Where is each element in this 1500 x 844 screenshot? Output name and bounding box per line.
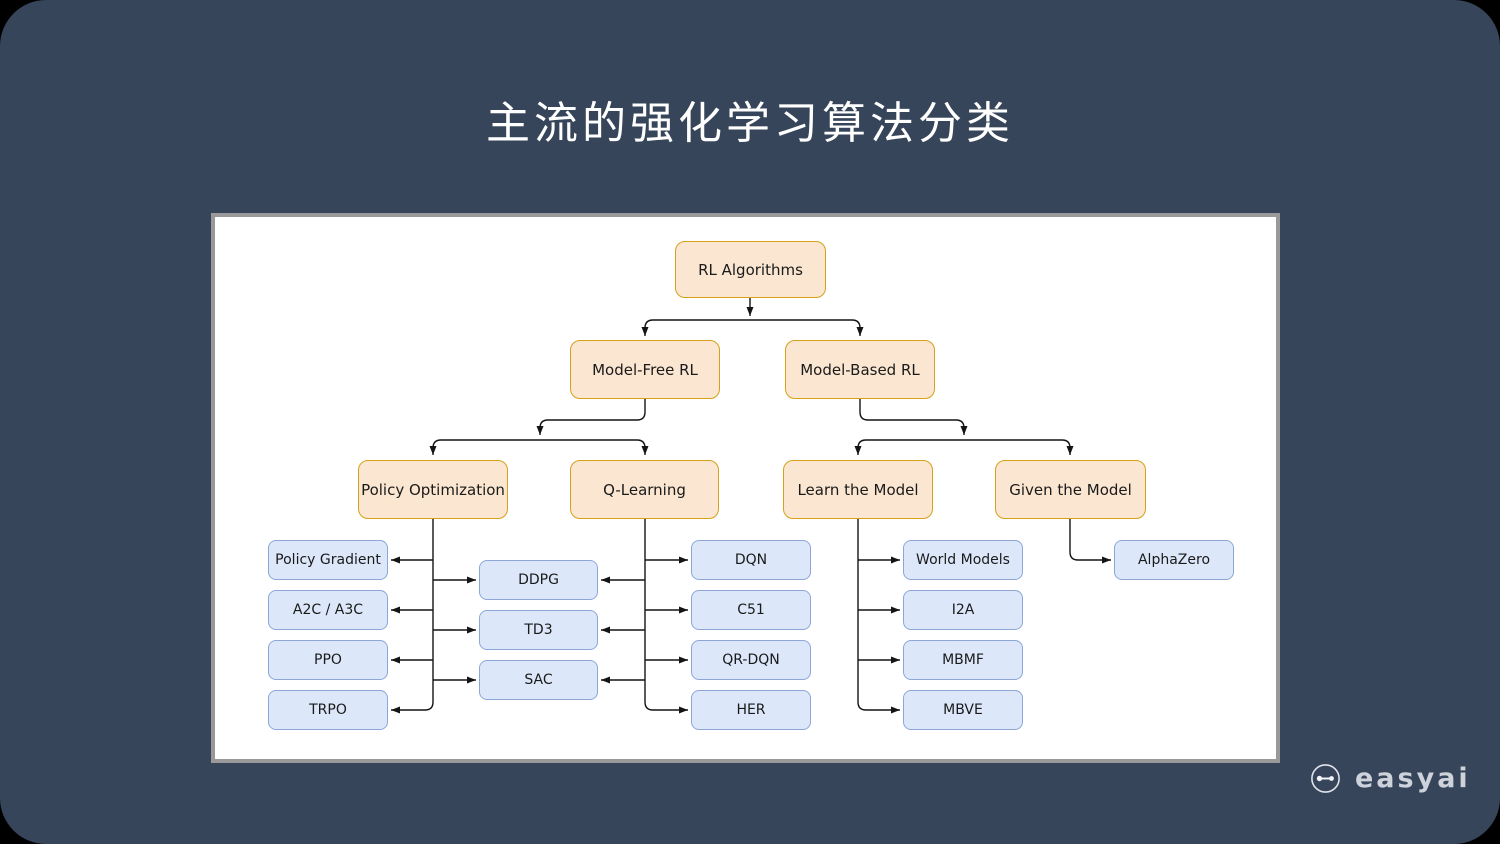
node-policy-gradient: Policy Gradient — [268, 540, 388, 580]
node-learn-the-model: Learn the Model — [783, 460, 933, 519]
node-qr-dqn: QR-DQN — [691, 640, 811, 680]
node-ddpg: DDPG — [479, 560, 598, 600]
node-i2a: I2A — [903, 590, 1023, 630]
node-a2c-a3c: A2C / A3C — [268, 590, 388, 630]
node-her: HER — [691, 690, 811, 730]
node-sac: SAC — [479, 660, 598, 700]
easyai-logo: easyai — [1310, 763, 1471, 794]
node-ppo: PPO — [268, 640, 388, 680]
node-c51: C51 — [691, 590, 811, 630]
node-trpo: TRPO — [268, 690, 388, 730]
node-model-based-rl: Model-Based RL — [785, 340, 935, 399]
node-alphazero: AlphaZero — [1114, 540, 1234, 580]
node-dqn: DQN — [691, 540, 811, 580]
page-title: 主流的强化学习算法分类 — [486, 98, 1014, 149]
node-td3: TD3 — [479, 610, 598, 650]
node-rl-algorithms: RL Algorithms — [675, 241, 826, 298]
node-model-free-rl: Model-Free RL — [570, 340, 720, 399]
node-mbve: MBVE — [903, 690, 1023, 730]
node-world-models: World Models — [903, 540, 1023, 580]
easyai-logo-icon — [1311, 764, 1340, 793]
node-mbmf: MBMF — [903, 640, 1023, 680]
node-given-the-model: Given the Model — [995, 460, 1146, 519]
easyai-logo-text: easyai — [1355, 763, 1471, 794]
node-policy-optimization: Policy Optimization — [358, 460, 508, 519]
node-q-learning: Q-Learning — [570, 460, 719, 519]
